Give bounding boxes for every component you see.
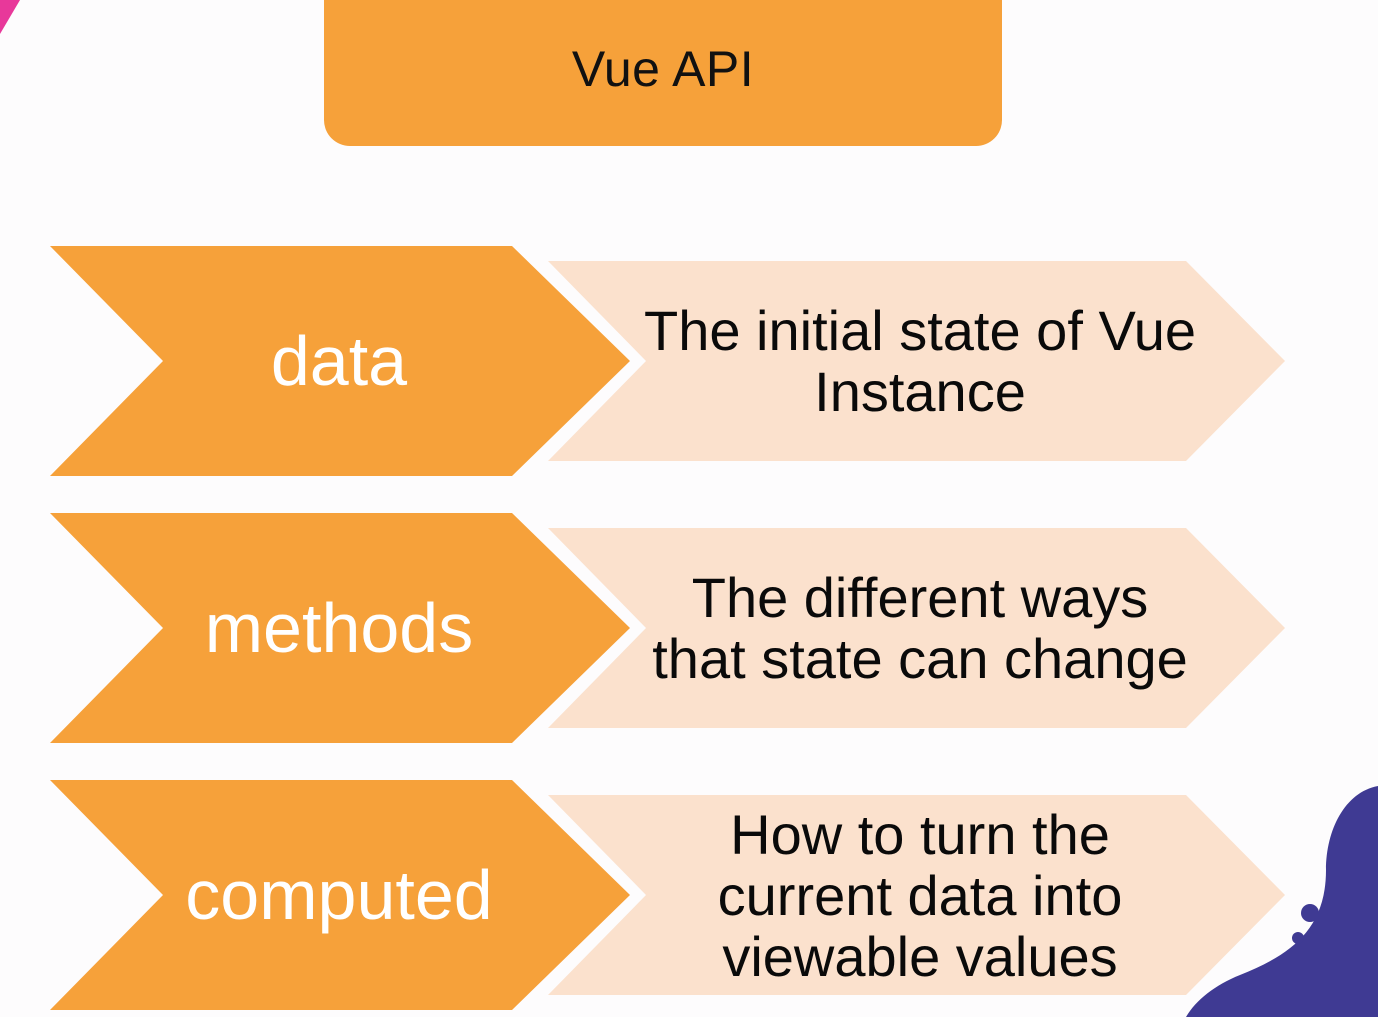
diagram-title: Vue API	[571, 41, 755, 97]
row-methods: methods The different ways that state ca…	[0, 513, 1378, 743]
term-label: data	[270, 322, 408, 400]
description-text: How to turn the current data into viewab…	[717, 802, 1123, 988]
row-data: data The initial state of Vue Instance	[0, 246, 1378, 476]
description-arrow	[548, 795, 1285, 995]
title-box: Vue API	[324, 0, 1002, 146]
term-label: methods	[204, 589, 474, 667]
term-label: computed	[185, 856, 493, 934]
dot-small	[1292, 932, 1304, 944]
row-computed: computed How to turn the current data in…	[0, 780, 1378, 1010]
pink-corner-shape	[0, 0, 20, 34]
description-text: The initial state of Vue Instance	[643, 299, 1196, 423]
dot-large	[1301, 904, 1319, 922]
purple-blob-shape	[1186, 786, 1378, 1017]
description-arrow	[548, 261, 1285, 461]
description-arrow	[548, 528, 1285, 728]
description-text: The different ways that state can change	[652, 566, 1188, 690]
